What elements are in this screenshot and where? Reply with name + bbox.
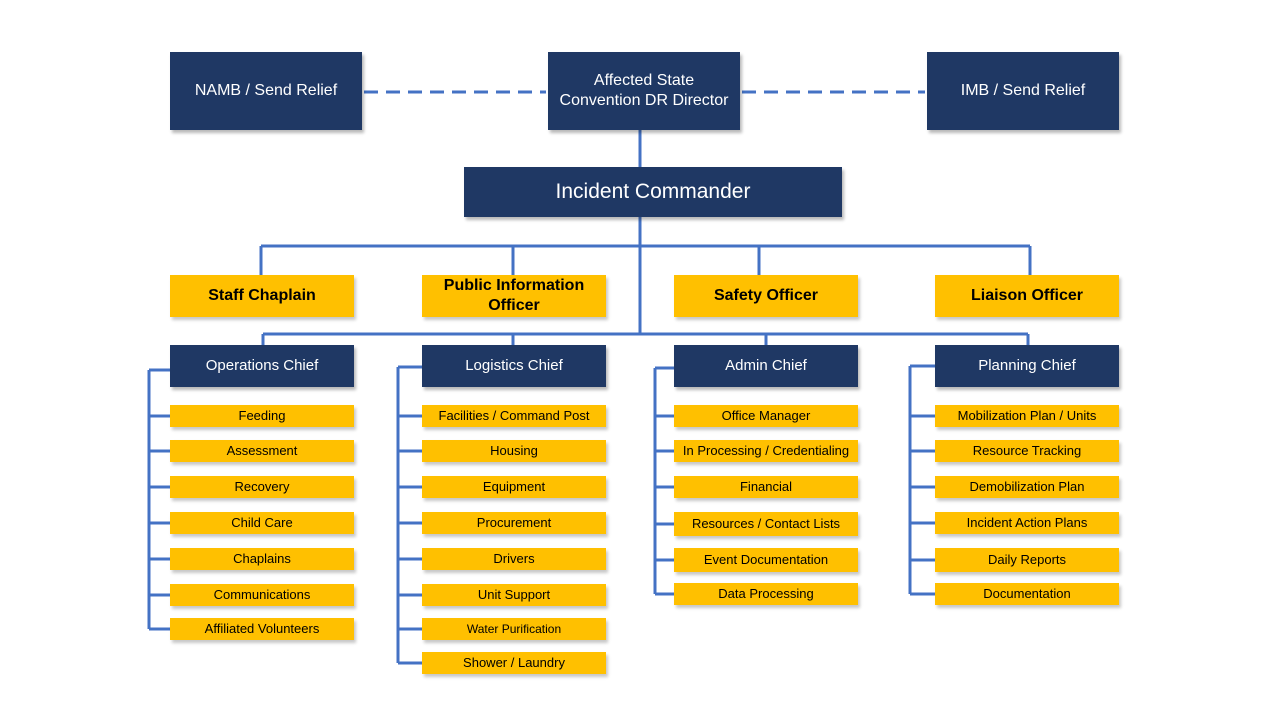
planning-item-label: Mobilization Plan / Units — [957, 407, 1097, 423]
logistics-chief-box: Logistics Chief — [422, 345, 606, 387]
operations-item: Child Care — [170, 512, 354, 534]
admin-item-label: Office Manager — [721, 407, 811, 423]
logistics-item-label: Unit Support — [477, 586, 551, 602]
namb-send-relief-box: NAMB / Send Relief — [170, 52, 362, 130]
safety-officer-label: Safety Officer — [713, 287, 819, 304]
logistics-chief-label: Logistics Chief — [465, 356, 563, 374]
planning-item: Mobilization Plan / Units — [935, 405, 1119, 427]
logistics-item: Procurement — [422, 512, 606, 534]
logistics-item: Equipment — [422, 476, 606, 498]
admin-item: Financial — [674, 476, 858, 498]
admin-item-label: In Processing / Credentialing — [682, 442, 850, 458]
planning-item-label: Resource Tracking — [972, 442, 1082, 458]
admin-item-label: Data Processing — [718, 585, 814, 601]
admin-chief-box: Admin Chief — [674, 345, 858, 387]
operations-item-label: Communications — [213, 586, 311, 602]
logistics-item-label: Procurement — [476, 514, 552, 530]
planning-item: Demobilization Plan — [935, 476, 1119, 498]
planning-item: Documentation — [935, 583, 1119, 605]
logistics-item: Facilities / Command Post — [422, 405, 606, 427]
operations-item-label: Child Care — [231, 514, 293, 530]
liaison-officer-label: Liaison Officer — [970, 287, 1084, 304]
operations-chief-label: Operations Chief — [205, 356, 319, 374]
incident-commander-label: Incident Commander — [555, 179, 751, 203]
liaison-officer-box: Liaison Officer — [935, 275, 1119, 317]
imb-send-relief-label: IMB / Send Relief — [960, 82, 1086, 99]
namb-send-relief-label: NAMB / Send Relief — [194, 82, 338, 99]
logistics-item-label: Drivers — [493, 550, 535, 566]
staff-chaplain-box: Staff Chaplain — [170, 275, 354, 317]
operations-item: Chaplains — [170, 548, 354, 570]
state-dr-director-line1: Affected State — [593, 72, 695, 89]
admin-item: In Processing / Credentialing — [674, 440, 858, 462]
imb-send-relief-box: IMB / Send Relief — [927, 52, 1119, 130]
state-dr-director-box: Affected State Convention DR Director — [548, 52, 740, 130]
logistics-item-label: Equipment — [482, 478, 546, 494]
operations-item-label: Feeding — [238, 407, 286, 423]
logistics-item-label: Housing — [490, 442, 538, 458]
admin-item: Event Documentation — [674, 548, 858, 572]
state-dr-director-line2: Convention DR Director — [559, 92, 729, 109]
logistics-item-label: Facilities / Command Post — [438, 407, 590, 423]
admin-item-label: Event Documentation — [703, 551, 829, 567]
operations-item: Communications — [170, 584, 354, 606]
logistics-item-label: Shower / Laundry — [463, 654, 565, 670]
operations-item: Affiliated Volunteers — [170, 618, 354, 640]
admin-item-label: Resources / Contact Lists — [691, 515, 841, 531]
operations-chief-box: Operations Chief — [170, 345, 354, 387]
planning-item: Resource Tracking — [935, 440, 1119, 462]
operations-item-label: Chaplains — [233, 550, 291, 566]
safety-officer-box: Safety Officer — [674, 275, 858, 317]
incident-commander-box: Incident Commander — [464, 167, 842, 217]
admin-item: Data Processing — [674, 583, 858, 605]
public-information-officer-label: Public Information Officer — [443, 277, 585, 314]
admin-chief-label: Admin Chief — [725, 356, 807, 374]
planning-item-label: Documentation — [983, 585, 1071, 601]
operations-item: Assessment — [170, 440, 354, 462]
logistics-item: Water Purification — [422, 618, 606, 640]
admin-item: Resources / Contact Lists — [674, 512, 858, 536]
planning-item: Daily Reports — [935, 548, 1119, 572]
admin-item-label: Financial — [739, 478, 793, 494]
planning-chief-box: Planning Chief — [935, 345, 1119, 387]
staff-chaplain-label: Staff Chaplain — [208, 287, 316, 304]
planning-item-label: Incident Action Plans — [966, 514, 1088, 530]
operations-item-label: Assessment — [226, 442, 298, 458]
planning-chief-label: Planning Chief — [978, 356, 1076, 374]
logistics-item-label: Water Purification — [466, 621, 562, 636]
planning-item: Incident Action Plans — [935, 512, 1119, 534]
operations-item: Feeding — [170, 405, 354, 427]
operations-item-label: Affiliated Volunteers — [204, 620, 320, 636]
operations-item-label: Recovery — [234, 478, 290, 494]
planning-item-label: Daily Reports — [987, 551, 1067, 567]
logistics-item: Shower / Laundry — [422, 652, 606, 674]
operations-item: Recovery — [170, 476, 354, 498]
admin-item: Office Manager — [674, 405, 858, 427]
logistics-item: Unit Support — [422, 584, 606, 606]
logistics-item: Drivers — [422, 548, 606, 570]
logistics-item: Housing — [422, 440, 606, 462]
public-information-officer-box: Public Information Officer — [422, 275, 606, 317]
planning-item-label: Demobilization Plan — [969, 478, 1085, 494]
